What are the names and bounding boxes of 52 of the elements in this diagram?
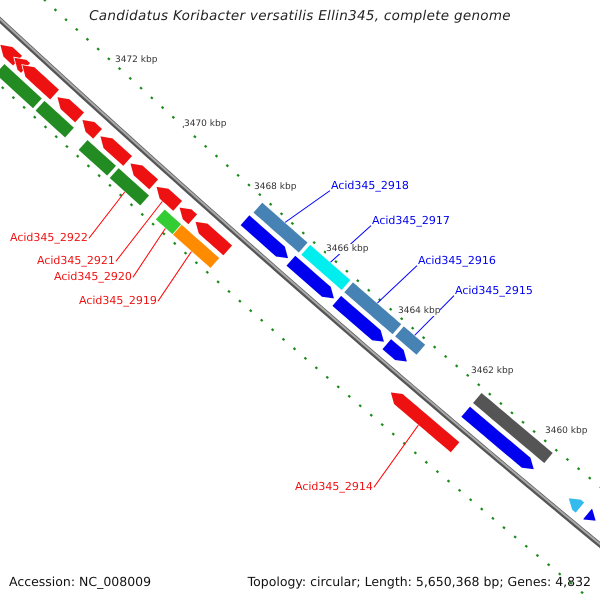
gene-block [129, 162, 160, 190]
gene-label: Acid345_2915 [455, 285, 533, 298]
gene-label: Acid345_2919 [79, 295, 157, 308]
gene-block [582, 508, 597, 522]
scale-label: 3470 kbp [184, 119, 226, 130]
gene-block [108, 167, 150, 207]
gene-block [381, 338, 408, 362]
gene-block [34, 100, 76, 139]
gene-label: Acid345_2918 [331, 180, 409, 193]
scale-label: 3468 kbp [254, 182, 296, 192]
scale-label: 3460 kbp [545, 426, 588, 436]
gene-block [0, 62, 43, 110]
gene-block [99, 135, 134, 167]
gene-label: Acid345_2921 [37, 255, 115, 268]
gene-block [155, 186, 184, 212]
gene-block [178, 206, 198, 226]
gene-label: Acid345_2914 [295, 481, 373, 494]
gene-label: Acid345_2916 [418, 255, 496, 268]
leader-line [132, 228, 166, 278]
gene-label: Acid345_2920 [54, 271, 132, 284]
gene-block [300, 244, 352, 292]
leader-line [88, 192, 126, 239]
gene-block [394, 325, 426, 356]
gene-block [81, 119, 104, 140]
gene-block [21, 64, 60, 101]
gene-block [56, 96, 86, 124]
gene-label: Acid345_2917 [372, 215, 450, 228]
gene-block [252, 202, 309, 254]
scale-label: 3466 kbp [326, 244, 368, 254]
genome-title: Candidatus Koribacter versatilis Ellin345, complete genome [89, 9, 511, 25]
leader-line [376, 265, 418, 304]
scale-label: 3472 kbp [115, 55, 158, 66]
gene-block [172, 224, 220, 270]
scale-label: 3464 kbp [398, 306, 440, 316]
gene-block [285, 254, 336, 300]
genome-stats-text: Topology: circular; Length: 5,650,368 bp; Genes: 4,832 [248, 575, 591, 590]
gene-block [239, 214, 290, 260]
leader-line [115, 201, 163, 262]
gene-block [78, 138, 118, 177]
gene-block [331, 294, 386, 343]
gene-block [460, 406, 535, 470]
accession-text: Accession: NC_008009 [9, 575, 152, 590]
leader-line [157, 251, 192, 302]
gene-label: Acid345_2922 [10, 232, 88, 245]
gene-block [390, 392, 460, 454]
scale-label: 3462 kbp [471, 366, 514, 376]
leader-line [284, 190, 330, 223]
gene-block [0, 44, 24, 67]
leader-line [414, 295, 454, 336]
gene-block [568, 497, 586, 514]
leader-line [373, 424, 419, 488]
gene-block [194, 220, 234, 256]
